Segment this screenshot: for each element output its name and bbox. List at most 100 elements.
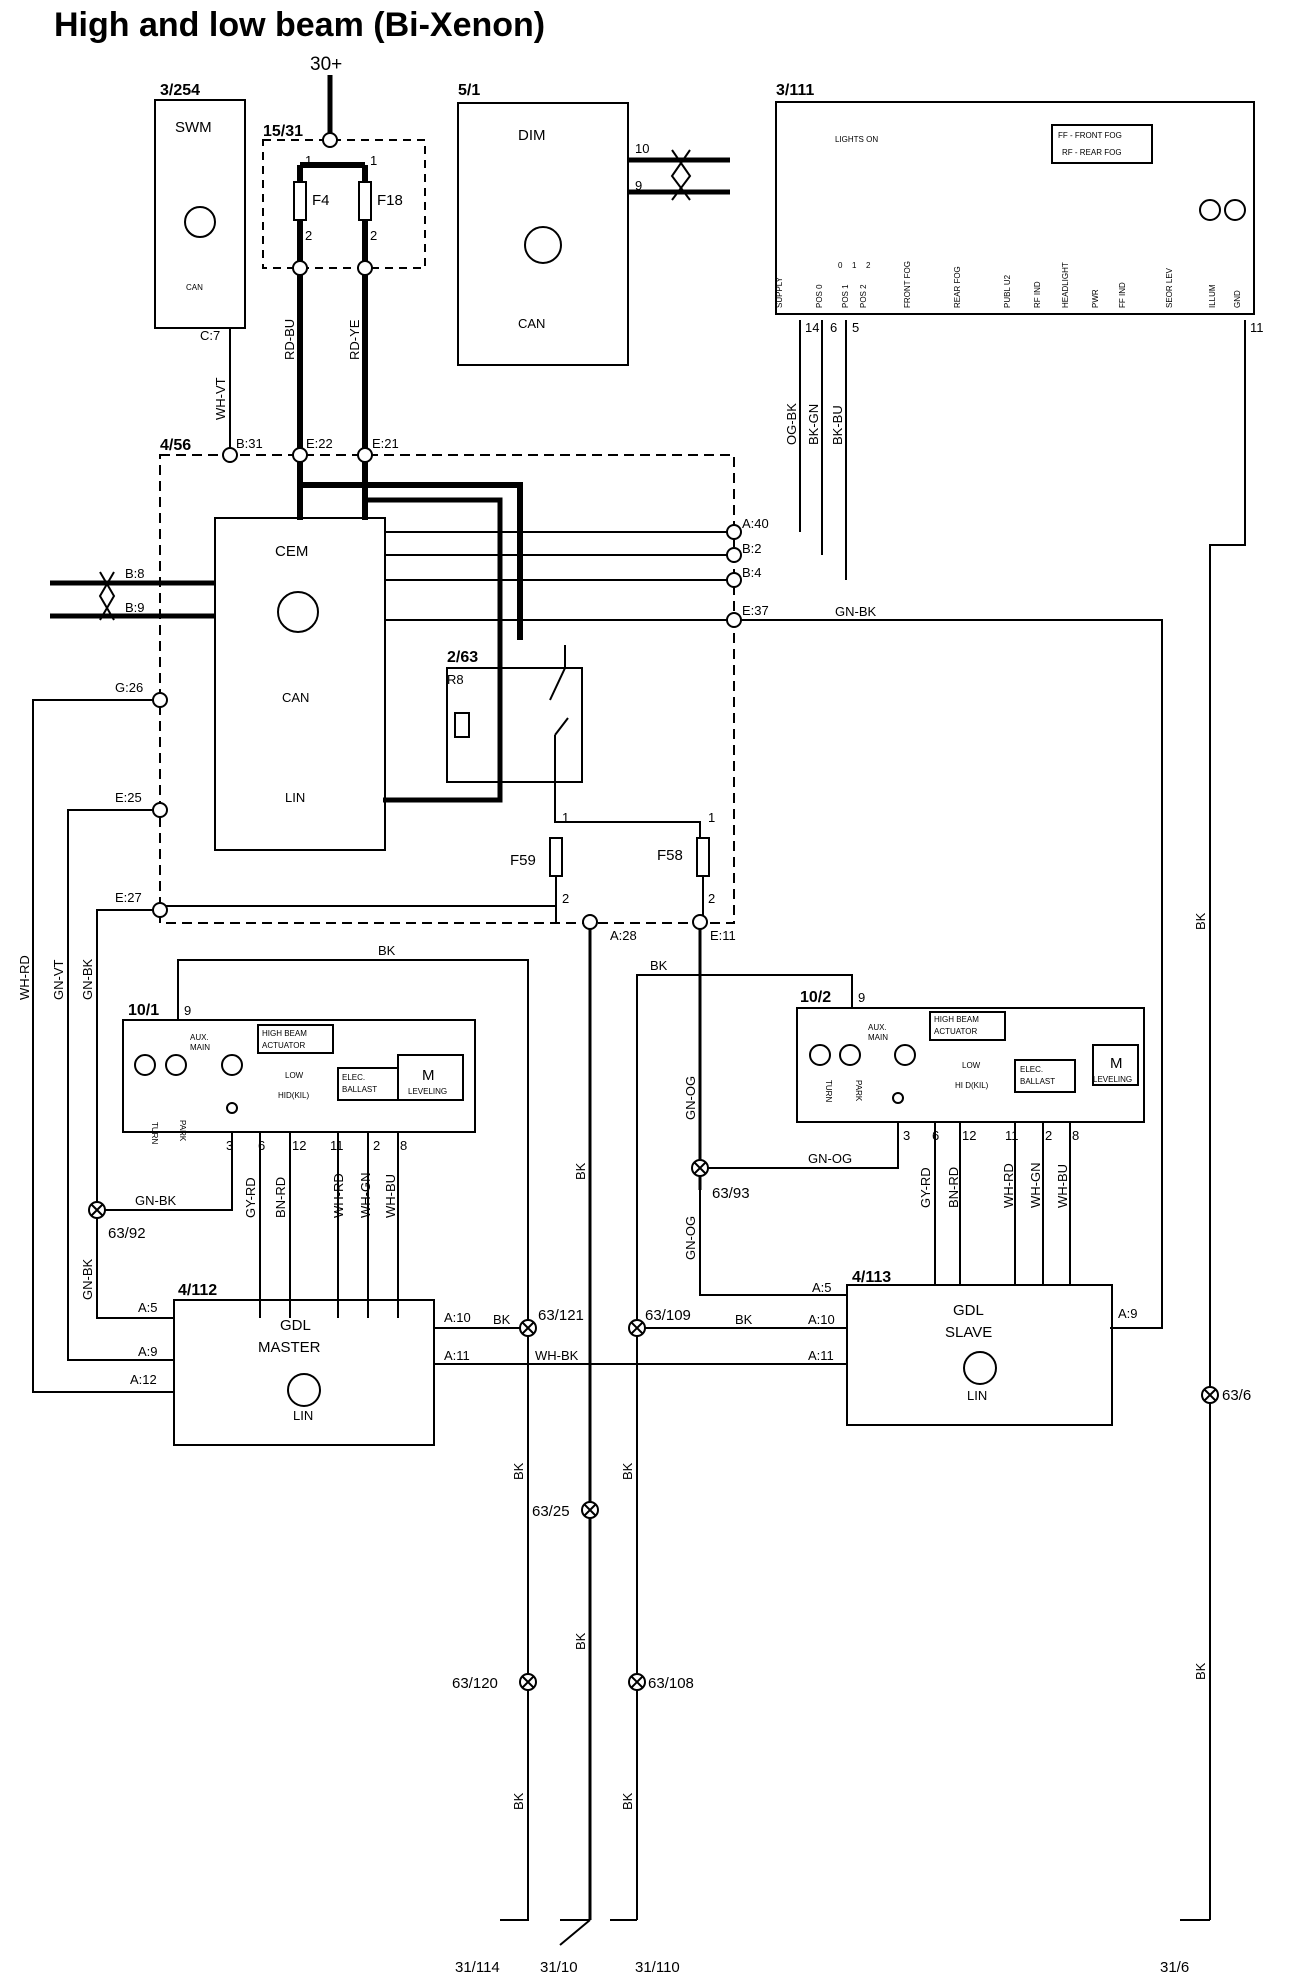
pin-e21: [357, 447, 373, 463]
ls-pos-2: 2: [866, 261, 871, 270]
right-high-beam-actuator-box: [929, 1011, 1006, 1041]
fuse-box-id: 15/31: [263, 123, 303, 140]
light-switch-legend-2: RF - REAR FOG: [1062, 148, 1122, 157]
headlamp-left-box: [122, 1019, 476, 1133]
wire-label-bk-gn: BK-GN: [806, 404, 821, 445]
wire-label-bk-master: BK: [493, 1312, 511, 1327]
wire-label-bk-slave: BK: [735, 1312, 753, 1327]
gdl-master-pin-a11: A:11: [444, 1348, 470, 1363]
pin-e11: [692, 914, 708, 930]
headlamp-right-motor-label: M: [1110, 1055, 1123, 1072]
wire-label-bk-top-left: BK: [378, 943, 396, 958]
wire-label-bk-ground-right-lower: BK: [1193, 1662, 1208, 1680]
splice-63-93: [691, 1159, 709, 1177]
wire-label-bk-bu: BK-BU: [830, 405, 845, 445]
pin-label-b8: B:8: [125, 566, 145, 581]
gdl-slave-role: SLAVE: [945, 1324, 992, 1341]
ls-label-ff-ind: FF IND: [1118, 282, 1127, 308]
left-high-beam-actuator-box: [257, 1024, 334, 1054]
fuse-f59-symbol: [549, 837, 563, 877]
wire-label-gy-rd-left: GY-RD: [243, 1177, 258, 1218]
cem-can-label: CAN: [282, 690, 309, 705]
ls-label-pos0: POS 0: [815, 284, 824, 308]
wire-color-labels: WH-VT RD-BU RD-YE OG-BK BK-GN BK-BU GN-B…: [17, 319, 1208, 1810]
pin-label-e21: E:21: [372, 436, 399, 451]
cem-name: CEM: [275, 543, 308, 560]
headlamp-left-turn: TURN: [150, 1122, 159, 1144]
swm-can-label: CAN: [186, 283, 203, 292]
wire-label-bk-top-right: BK: [650, 958, 668, 973]
ls-label-publ: PUBL U2: [1003, 274, 1012, 308]
headlamp-right-pins: 3 6 12 11 2 8: [903, 1128, 1079, 1143]
splice-label-63-108: 63/108: [648, 1675, 694, 1692]
wire-label-gn-bk-lower: GN-BK: [80, 1259, 95, 1301]
wire-label-wh-gn-left: WH-GN: [358, 1173, 373, 1219]
headlamp-left-high-beam: HIGH BEAM: [262, 1029, 307, 1038]
gdl-master-name: GDL: [280, 1317, 311, 1334]
headlamp-right-high-beam: HIGH BEAM: [934, 1015, 979, 1024]
wire-gn-bk-e27: [96, 909, 174, 1319]
cem-pin-labels: B:31 E:22 E:21 A:40 B:2 B:4 E:37 B:8 B:9…: [115, 436, 769, 943]
junction-left-aux: [226, 1102, 238, 1114]
wire-label-bk-right-bottom: BK: [620, 1792, 635, 1810]
ls-label-pos2: POS 2: [859, 284, 868, 308]
headlamp-right-low: LOW: [962, 1061, 981, 1070]
dim-id: 5/1: [458, 82, 480, 99]
pin-b31: [222, 447, 238, 463]
dim-pin9: 9: [635, 178, 642, 193]
headlamp-left-aux: AUX.: [190, 1033, 209, 1042]
fuse-f4-label: F4: [312, 192, 330, 209]
fuse-f18-symbol: [358, 181, 372, 221]
swm-name: SWM: [175, 119, 212, 136]
light-switch-box: [775, 101, 1255, 315]
ls-label-supply: SUPPLY: [775, 276, 784, 308]
hl-right-pin-3: 3: [903, 1128, 910, 1143]
pin-label-g26: G:26: [115, 680, 143, 695]
junction-right-aux: [892, 1092, 904, 1104]
gdl-master-lin: LIN: [293, 1408, 313, 1423]
gdl-slave-name: GDL: [953, 1302, 984, 1319]
pin-b2: [726, 547, 742, 563]
splice-63-25: [581, 1501, 599, 1519]
cem-outline: [159, 454, 735, 924]
fuse-f18-pin-out: 2: [370, 228, 377, 243]
pin-label-a28: A:28: [610, 928, 637, 943]
wire-label-bk-left-bottom: BK: [511, 1792, 526, 1810]
ls-label-rear-fog: REAR FOG: [953, 266, 962, 308]
splice-63-108: [628, 1673, 646, 1691]
gdl-master-pin-a10: A:10: [444, 1310, 471, 1325]
pin-label-b31: B:31: [236, 436, 263, 451]
hl-left-pin-12: 12: [292, 1138, 306, 1153]
wire-label-wh-vt: WH-VT: [213, 377, 228, 420]
ls-label-front-fog: FRONT FOG: [903, 261, 912, 308]
light-switch-function-labels: SUPPLY POS 0 POS 1 POS 2 FRONT FOG REAR …: [775, 261, 1242, 308]
headlamp-left-motor-label: M: [422, 1067, 435, 1084]
ground-label-31-114: 31/114: [455, 1959, 500, 1976]
junction-supply: [322, 132, 338, 148]
splice-label-63-109: 63/109: [645, 1307, 691, 1324]
headlamp-right-turn: TURN: [824, 1080, 833, 1102]
relay-contacts: [549, 645, 701, 855]
pin-e22: [292, 447, 308, 463]
pin-e27: [152, 902, 168, 918]
headlamp-right-aux: AUX.: [868, 1023, 887, 1032]
swm-transistor-icon: [184, 206, 216, 238]
dim-transistor-icon: [524, 226, 562, 264]
wires-right-headlamp-gdl: [934, 1122, 1071, 1285]
ground-label-31-10: 31/10: [540, 1959, 578, 1976]
wire-label-gn-bk-e37: GN-BK: [835, 604, 877, 619]
wire-label-bk-ground-right: BK: [1193, 912, 1208, 930]
gdl-slave-pin-a5: A:5: [812, 1280, 832, 1295]
right-ballast-box: [1014, 1059, 1076, 1093]
right-lamp-icons: [809, 199, 1246, 1066]
wires-gdl-master-out: [434, 1327, 847, 1365]
wire-label-wh-gn-right: WH-GN: [1028, 1163, 1043, 1209]
wire-label-gn-og-right: GN-OG: [808, 1151, 852, 1166]
wire-label-gn-vt: GN-VT: [51, 960, 66, 1001]
headlamp-left-park: PARK: [178, 1120, 187, 1142]
headlamp-right-main: MAIN: [868, 1033, 888, 1042]
pin-a40: [726, 524, 742, 540]
headlamp-right-box: [796, 1007, 1145, 1123]
gdl-slave-pins: A:5 A:10 A:11 A:9: [808, 1280, 1138, 1363]
gdl-slave-pin-a10: A:10: [808, 1312, 835, 1327]
